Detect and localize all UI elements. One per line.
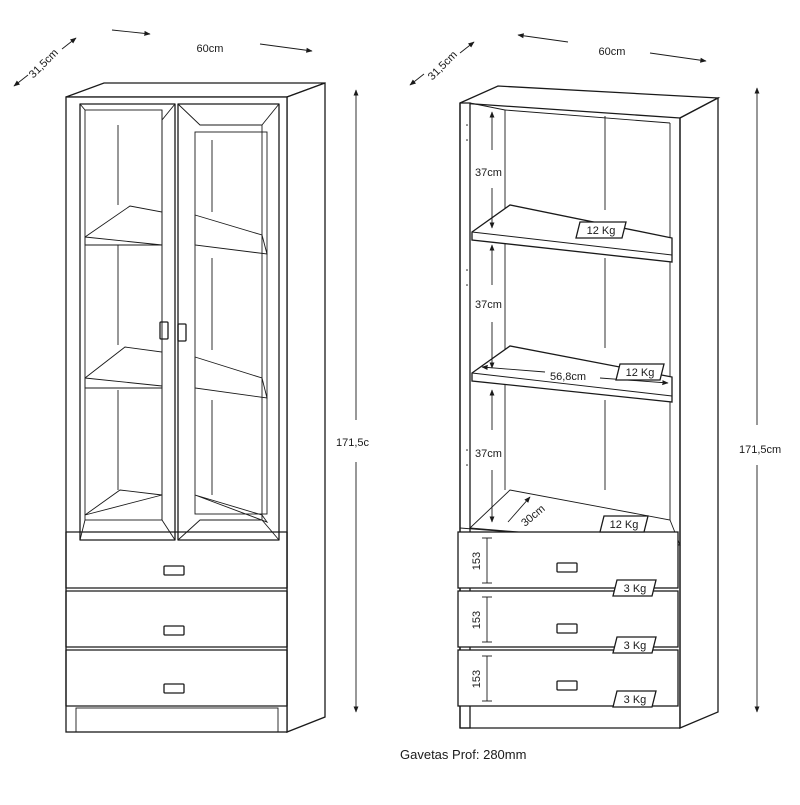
shelf-load-label-2: 12 Kg xyxy=(626,367,655,379)
right-cabinet xyxy=(457,85,721,729)
left-cabinet xyxy=(65,82,326,733)
shelf-load-label-1: 12 Kg xyxy=(587,225,616,237)
drawer-load-label-3: 3 Kg xyxy=(624,694,647,706)
left-height-label: 171,5c xyxy=(336,437,370,449)
gap-label-1: 37cm xyxy=(475,167,502,179)
right-side-panel xyxy=(679,96,719,729)
right-drawer-handle-1 xyxy=(556,562,578,573)
left-depth-label: 31,5cm xyxy=(27,47,61,81)
right-shelf-2 xyxy=(471,345,673,403)
left-drawer-3 xyxy=(65,649,288,707)
left-top-surface xyxy=(65,82,326,98)
drawer-depth-note: Gavetas Prof: 280mm xyxy=(400,747,526,762)
left-drawer-handle-2 xyxy=(163,625,185,636)
left-width-label: 60cm xyxy=(197,43,224,55)
left-drawer-2 xyxy=(65,590,288,648)
drawer-height-label-1: 153 xyxy=(471,552,483,570)
right-drawer-handle-2 xyxy=(556,623,578,634)
right-shelf-1 xyxy=(471,204,673,263)
gap-label-2: 37cm xyxy=(475,299,502,311)
drawer-load-label-1: 3 Kg xyxy=(624,583,647,595)
right-width-label: 60cm xyxy=(599,46,626,58)
bottom-depth-label: 30cm xyxy=(519,503,547,529)
left-door-handle-2 xyxy=(177,323,187,342)
load-badges: 12 Kg 12 Kg 12 Kg 3 Kg 3 Kg 3 Kg xyxy=(575,221,665,708)
left-drawer-1 xyxy=(65,531,288,589)
right-depth-label: 31,5cm xyxy=(426,49,460,83)
left-door-handle-1 xyxy=(159,321,169,340)
drawer-height-label-3: 153 xyxy=(471,670,483,688)
shelf-width-label: 56,8cm xyxy=(550,371,586,383)
drawer-load-label-2: 3 Kg xyxy=(624,640,647,652)
left-plinth xyxy=(75,707,279,733)
drawer-height-label-2: 153 xyxy=(471,611,483,629)
right-height-label: 171,5cm xyxy=(739,444,781,456)
left-door-left xyxy=(79,103,176,541)
right-top-surface xyxy=(459,85,721,119)
right-drawer-handle-3 xyxy=(556,680,578,691)
left-door-right-bevel xyxy=(177,103,263,541)
left-door-right xyxy=(177,103,280,541)
gap-label-3: 37cm xyxy=(475,448,502,460)
left-side-panel xyxy=(286,82,326,733)
left-front-frame xyxy=(65,96,288,733)
shelf-load-label-3: 12 Kg xyxy=(610,519,639,531)
shelf-pin-holes xyxy=(466,124,468,466)
left-drawer-handle-1 xyxy=(163,565,185,576)
left-drawer-handle-3 xyxy=(163,683,185,694)
right-drawer-1 xyxy=(457,531,679,589)
